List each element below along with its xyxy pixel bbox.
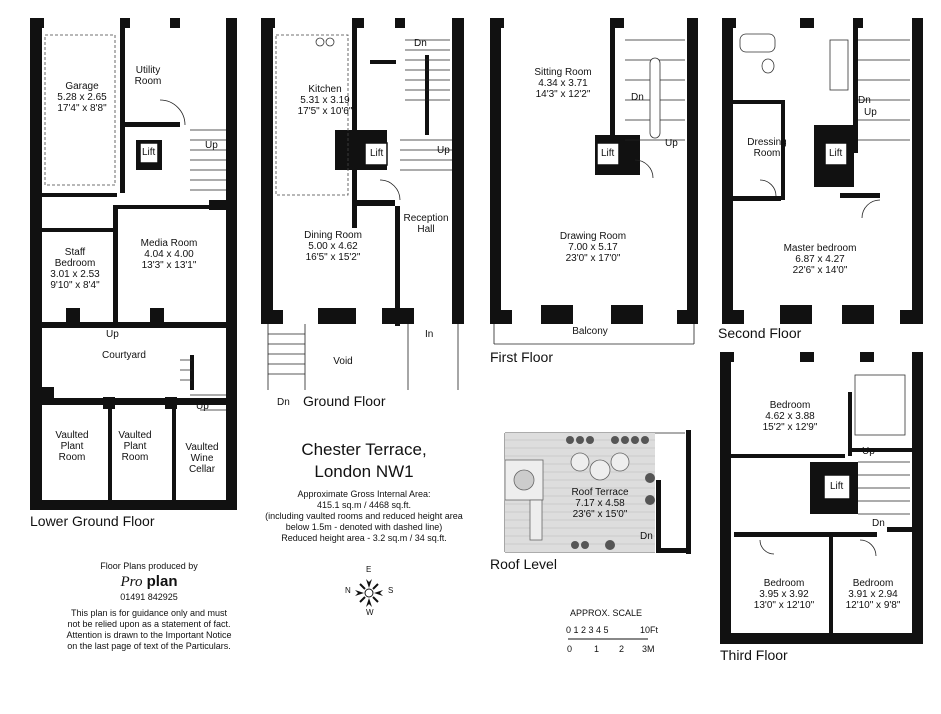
lift-label-third: Lift bbox=[830, 481, 844, 492]
scale-m2: 2 bbox=[619, 644, 625, 654]
lift-shaft-second bbox=[824, 142, 848, 166]
kitchen-hob-2 bbox=[325, 37, 335, 47]
floor-label-ground: Ground Floor bbox=[303, 393, 386, 409]
first-floor-walls bbox=[490, 18, 698, 324]
stair-dn-second: Dn bbox=[858, 95, 871, 106]
stair-handrail bbox=[649, 57, 661, 139]
floor-label-third: Third Floor bbox=[720, 647, 788, 663]
stair-up-third: Up bbox=[862, 446, 875, 457]
stair-dn-first: Dn bbox=[631, 92, 644, 103]
lift-shaft-first bbox=[596, 142, 620, 166]
scale-m0: 0 bbox=[567, 644, 573, 654]
lift-shaft-third bbox=[823, 474, 851, 500]
stair-dn-ground: Dn bbox=[414, 38, 427, 49]
lift-shaft-lower bbox=[139, 142, 159, 164]
stair-dn-void: Dn bbox=[277, 397, 290, 408]
toilet-fixture bbox=[761, 58, 775, 74]
room-balcony: Balcony bbox=[572, 326, 608, 337]
stair-up-lower: Up bbox=[205, 140, 218, 151]
floor-label-roof: Roof Level bbox=[490, 556, 557, 572]
room-courtyard: Courtyard bbox=[102, 350, 146, 361]
shower-fixture bbox=[829, 39, 849, 91]
ground-walls bbox=[261, 18, 464, 326]
stair-up-first: Up bbox=[665, 138, 678, 149]
plan-credit: Floor Plans produced by Pro plan 01491 8… bbox=[66, 561, 232, 651]
scale-feet-ticks: 0 1 2 3 4 5 bbox=[566, 625, 609, 635]
scale-feet-end: 10Ft bbox=[640, 625, 659, 635]
second-floor-walls bbox=[722, 18, 923, 324]
kitchen-hob bbox=[315, 37, 325, 47]
stair-up-cellar: Up bbox=[196, 401, 209, 412]
floor-label-first: First Floor bbox=[490, 349, 553, 365]
lift-label-lower: Lift bbox=[142, 147, 156, 158]
floor-label-second: Second Floor bbox=[718, 325, 802, 341]
roof-terrace-deck bbox=[504, 433, 655, 552]
scale-title: APPROX. SCALE bbox=[570, 608, 643, 618]
floor-label-lower-ground: Lower Ground Floor bbox=[30, 513, 155, 529]
stair-up-courtyard: Up bbox=[106, 329, 119, 340]
room-void: Void bbox=[333, 356, 353, 367]
reduced-height-garage bbox=[44, 34, 116, 186]
ensuite-fixture bbox=[854, 374, 906, 436]
scale-m3: 3M bbox=[642, 644, 655, 654]
compass-e: E bbox=[366, 565, 372, 574]
lift-shaft-ground bbox=[364, 142, 388, 166]
property-title: Chester Terrace, London NW1 Approximate … bbox=[265, 440, 463, 543]
compass-s: S bbox=[388, 586, 394, 595]
roof-walls bbox=[656, 430, 691, 554]
bath-fixture bbox=[739, 33, 776, 53]
stair-up-ground: Up bbox=[437, 145, 450, 156]
stair-dn-roof: Dn bbox=[640, 531, 653, 542]
compass-w: W bbox=[366, 608, 374, 617]
proplan-logo: Pro plan bbox=[120, 573, 178, 590]
compass-rose bbox=[355, 579, 383, 607]
scale-m1: 1 bbox=[594, 644, 600, 654]
stair-dn-third: Dn bbox=[872, 518, 885, 529]
compass-n: N bbox=[345, 586, 351, 595]
lift-label-first: Lift bbox=[601, 148, 615, 159]
entrance-in: In bbox=[425, 329, 434, 340]
lift-label-second: Lift bbox=[829, 148, 843, 159]
reduced-height-kitchen bbox=[275, 34, 349, 196]
stair-up-second: Up bbox=[864, 107, 877, 118]
lift-label-ground: Lift bbox=[370, 148, 384, 159]
